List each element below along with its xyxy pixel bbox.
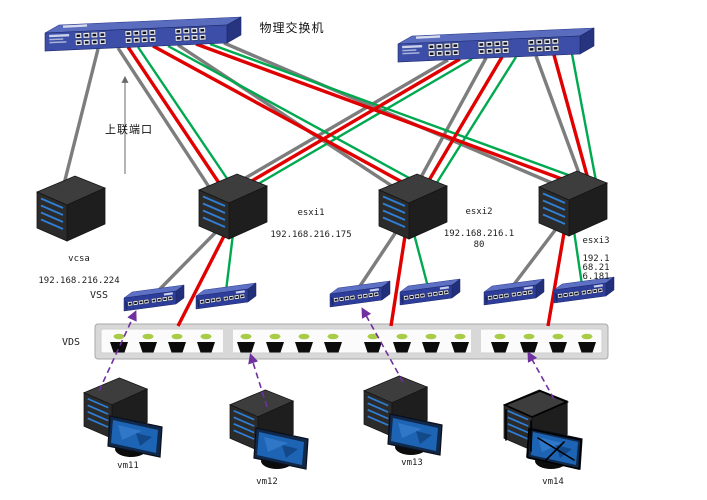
esxi1-ip: 192.168.216.175 — [270, 230, 352, 240]
vcsa-label: vcsa 192.168.216.224 — [38, 243, 119, 298]
vcsa-ip: 192.168.216.224 — [38, 276, 120, 286]
vss-switch-1-icon — [124, 285, 184, 311]
link-sw1-esxi2-green — [167, 44, 412, 181]
esxi2-ip: 192.168.216.1 80 — [443, 229, 515, 250]
vm12-workstation-icon — [230, 390, 308, 469]
vcsa-name: vcsa — [68, 254, 90, 264]
link-esxi1-vds-red — [176, 235, 226, 327]
link-sw1-vcsa-gray — [60, 48, 100, 193]
vm13-label: vm13 — [401, 458, 423, 468]
link-esxi3-vss5-gray — [510, 227, 558, 289]
vm14-workstation-icon — [502, 390, 582, 470]
vm11-label: vm11 — [117, 461, 139, 471]
link-sw1-esxi2-gray — [177, 43, 393, 188]
vss-switch-4-icon — [400, 279, 460, 305]
physical-switch-label: 物理交换机 — [259, 21, 325, 35]
link-esxi3-vss6-green — [572, 230, 584, 286]
link-sw2-esxi3-gray — [534, 55, 582, 177]
esxi3-ip: 192.1 68.21 6.181 — [582, 254, 610, 282]
vm14-portgroup-arrow — [527, 351, 555, 400]
physical-switch-1-icon — [45, 17, 241, 51]
esxi2-label: esxi2 192.168.216.1 80 — [444, 196, 514, 262]
vm13-workstation-icon — [364, 376, 442, 455]
link-sw1-esxi1-green — [137, 46, 229, 181]
link-sw2-esxi1-red — [249, 57, 461, 184]
link-sw2-esxi3-green — [570, 53, 598, 182]
green-links — [137, 42, 598, 292]
link-sw2-esxi1-green — [257, 57, 473, 186]
link-esxi1-vss1-gray — [154, 230, 218, 295]
vm11-portgroup-arrow — [98, 310, 137, 392]
link-sw1-esxi1-gray — [116, 47, 211, 188]
esxi1-label: esxi1 192.168.216.175 — [270, 197, 351, 252]
link-sw1-esxi2-red — [152, 44, 403, 184]
link-sw2-esxi2-gray — [418, 57, 488, 180]
esxi3-name: esxi3 — [582, 236, 610, 246]
vss-switch-5-icon — [484, 279, 544, 305]
link-sw2-esxi2-green — [434, 56, 518, 185]
vm12-portgroup-arrow — [248, 353, 268, 408]
link-esxi2-vss4-green — [412, 233, 430, 288]
vds-bar — [94, 323, 609, 360]
link-sw1-esxi1-red — [126, 46, 221, 184]
link-sw1-esxi3-green — [209, 42, 572, 178]
vss-switch-3-icon — [330, 281, 390, 307]
physical-switch-2-icon — [398, 28, 594, 62]
esxi1-name: esxi1 — [297, 208, 325, 218]
esxi3-label: esxi3 192.1 68.21 6.181 — [582, 228, 609, 291]
vds-label: VDS — [62, 337, 81, 348]
vss-label: VSS — [90, 290, 109, 301]
vm11-workstation-icon — [84, 378, 162, 457]
vds-ports — [110, 333, 596, 353]
esxi2-name: esxi2 — [465, 207, 493, 217]
vss-switch-2-icon — [196, 283, 256, 309]
link-sw2-esxi3-red — [552, 54, 590, 180]
vcsa-server-icon — [36, 175, 106, 242]
uplink-port-label: 上联端口 — [105, 123, 153, 136]
vm14-sketch-lines — [502, 390, 582, 470]
gray-links — [60, 41, 582, 295]
link-sw2-esxi1-gray — [241, 58, 449, 182]
link-esxi2-vss3-gray — [356, 231, 398, 290]
link-sw2-esxi2-red — [426, 56, 504, 183]
link-esxi1-vss2-green — [224, 233, 235, 292]
vm-port-links — [98, 307, 555, 408]
vm12-label: vm12 — [256, 477, 278, 487]
red-links — [126, 42, 590, 327]
link-sw1-esxi3-gray — [223, 41, 553, 185]
link-esxi3-vds-red — [546, 232, 566, 327]
vm14-label: vm14 — [542, 477, 564, 487]
vm13-portgroup-arrow — [361, 307, 404, 383]
link-esxi2-vds-red — [389, 235, 407, 327]
esxi1-server-icon — [198, 173, 268, 240]
link-sw1-esxi3-red — [195, 42, 563, 181]
